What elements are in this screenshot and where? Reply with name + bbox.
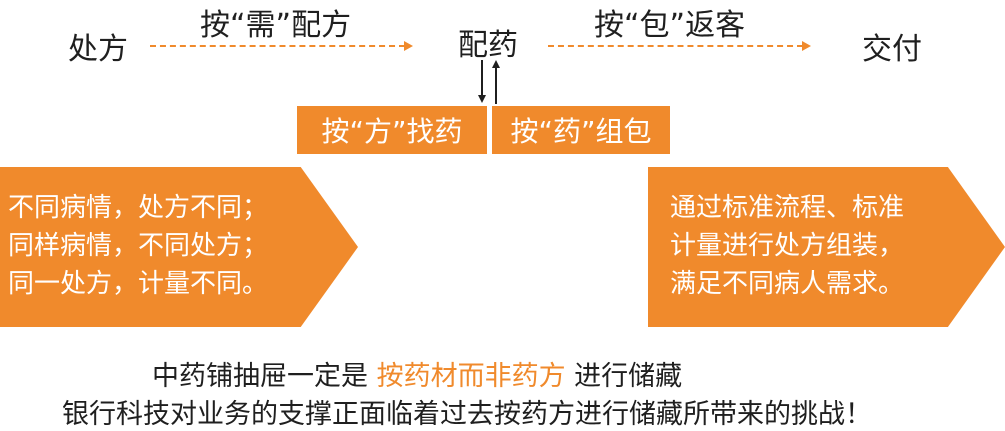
edge-label-by-need: 按“需”配方	[200, 8, 352, 43]
arrowhead-right	[802, 41, 811, 51]
box-find-by-prescription: 按“方”找药	[297, 106, 487, 154]
footer-line-1: 中药铺抽屉一定是 按药材而非药方 进行储藏	[152, 354, 682, 393]
left-chevron-arrow: 不同病情，处方不同； 同样病情，不同处方； 同一处方，计量不同。	[0, 167, 358, 327]
down-arrow-head	[478, 95, 486, 103]
right-arrow-line-2: 计量进行处方组装，	[670, 231, 905, 261]
node-dispensing: 配药	[458, 28, 518, 63]
node-delivery: 交付	[862, 32, 922, 67]
up-arrow-head	[492, 60, 500, 68]
right-arrow-line-1: 通过标准流程、标准	[670, 193, 905, 223]
dashed-arrow-line-left	[150, 45, 405, 47]
left-arrow-line-1: 不同病情，处方不同；	[8, 193, 269, 223]
box-pack-by-medicine: 按“药”组包	[492, 106, 670, 154]
node-prescription: 处方	[68, 32, 128, 67]
footer-line-2: 银行科技对业务的支撑正面临着过去按药方进行储藏所带来的挑战！	[62, 399, 872, 430]
footer-line-1-prefix: 中药铺抽屉一定是	[152, 361, 377, 392]
footer-line-1-suffix: 进行储藏	[565, 361, 683, 392]
up-arrow-line	[495, 68, 497, 104]
dashed-arrow-line-right	[548, 45, 803, 47]
down-arrow-line	[481, 60, 483, 96]
right-arrow-line-3: 满足不同病人需求。	[670, 269, 905, 299]
arrowhead-left	[404, 41, 413, 51]
left-arrow-line-3: 同一处方，计量不同。	[8, 269, 269, 299]
right-chevron-arrow: 通过标准流程、标准 计量进行处方组装， 满足不同病人需求。	[648, 167, 1005, 327]
left-arrow-line-2: 同样病情，不同处方；	[8, 231, 269, 261]
edge-label-by-package: 按“包”返客	[594, 8, 746, 43]
footer-line-1-highlight: 按药材而非药方	[376, 361, 566, 392]
